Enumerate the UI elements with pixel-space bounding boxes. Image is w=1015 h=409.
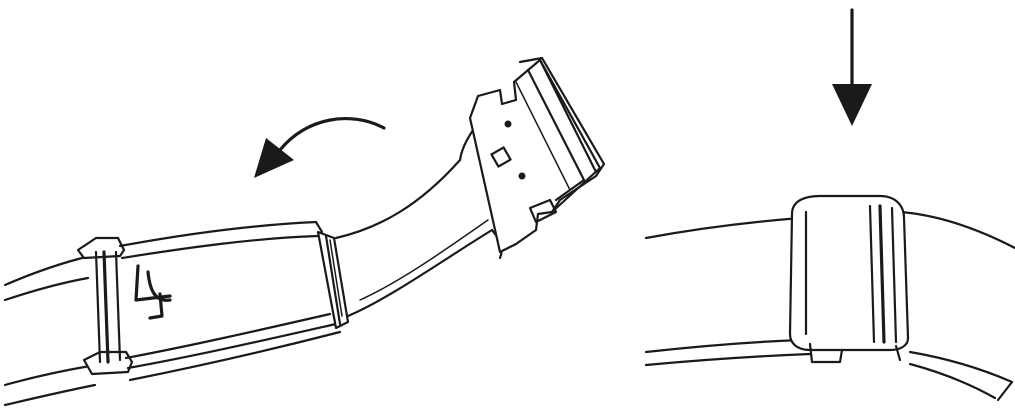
- down-arrow-icon: [832, 10, 872, 126]
- step-2-closed-clasp: [646, 10, 1015, 400]
- band-strap-left: [5, 256, 95, 405]
- curved-arrow-icon: [254, 119, 384, 178]
- buckle-plate: [120, 222, 348, 380]
- end-connector: [470, 58, 604, 252]
- latch-mark: [136, 266, 170, 318]
- step-1-open-clasp: [5, 58, 604, 405]
- closed-buckle: [790, 196, 908, 362]
